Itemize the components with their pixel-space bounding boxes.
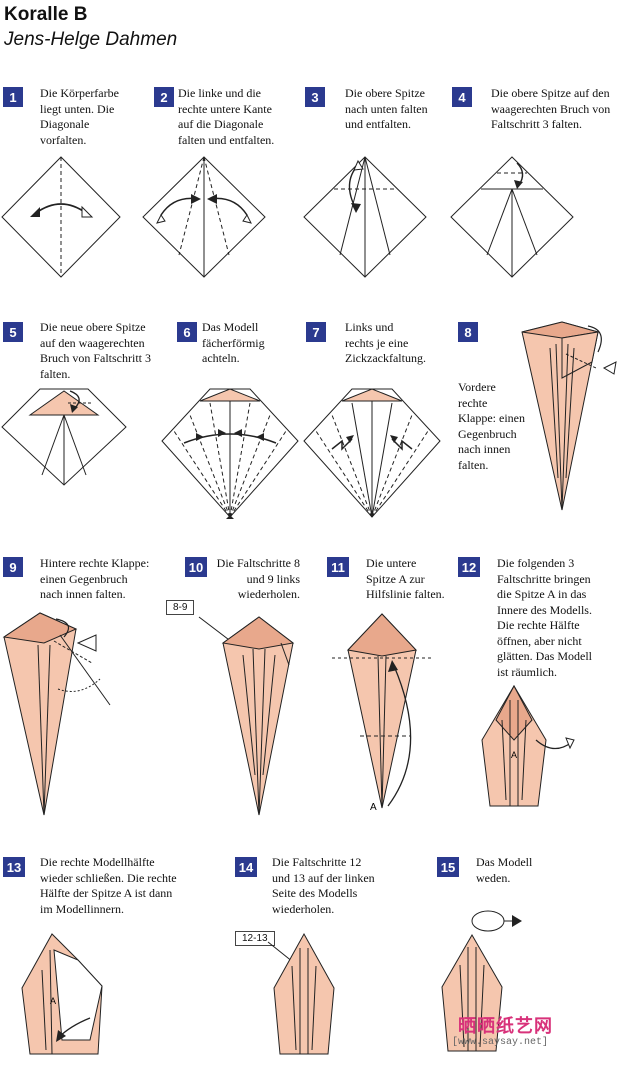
step-2-diagram bbox=[142, 156, 266, 278]
step-8-diagram bbox=[521, 321, 617, 511]
step-1-diagram bbox=[1, 156, 121, 278]
repeat-tag-12-13: 12-13 bbox=[235, 931, 275, 946]
step-15-diagram bbox=[441, 910, 522, 1052]
point-a-label-12: A bbox=[511, 750, 517, 760]
point-a-label-13: A bbox=[50, 996, 56, 1006]
page-title: Koralle B bbox=[4, 4, 88, 25]
step-number-8: 8 bbox=[458, 322, 478, 342]
step-number-10: 10 bbox=[185, 557, 207, 577]
step-9-diagram bbox=[2, 612, 111, 816]
step-number-4: 4 bbox=[452, 87, 472, 107]
author-name: Jens-Helge Dahmen bbox=[4, 29, 178, 50]
step-5-diagram bbox=[1, 388, 127, 486]
step-number-7: 7 bbox=[306, 322, 326, 342]
watermark-logo: 晒晒纸艺网 bbox=[458, 1016, 553, 1037]
step-number-15: 15 bbox=[437, 857, 459, 877]
step-12-diagram: A bbox=[481, 684, 575, 807]
step-13-diagram: A bbox=[21, 933, 103, 1055]
step-number-13: 13 bbox=[3, 857, 25, 877]
point-a-label: A bbox=[370, 802, 377, 813]
step-7-diagram bbox=[303, 388, 441, 518]
step-14-diagram bbox=[267, 932, 335, 1055]
step-number-14: 14 bbox=[235, 857, 257, 877]
step-11-diagram: A bbox=[332, 613, 432, 813]
step-3-diagram bbox=[303, 156, 427, 278]
step-6-diagram bbox=[161, 388, 299, 519]
watermark-url: [www.saysay.net] bbox=[452, 1037, 549, 1048]
repeat-tag-8-9: 8-9 bbox=[166, 600, 195, 615]
step-number-3: 3 bbox=[305, 87, 325, 107]
step-number-11: 11 bbox=[327, 557, 349, 577]
step-4-diagram bbox=[450, 156, 574, 278]
step-number-1: 1 bbox=[3, 87, 23, 107]
step-10-diagram bbox=[198, 616, 295, 816]
step-number-9: 9 bbox=[3, 557, 23, 577]
step-number-2: 2 bbox=[154, 87, 174, 107]
step-number-5: 5 bbox=[3, 322, 23, 342]
step-number-6: 6 bbox=[177, 322, 197, 342]
step-number-12: 12 bbox=[458, 557, 480, 577]
